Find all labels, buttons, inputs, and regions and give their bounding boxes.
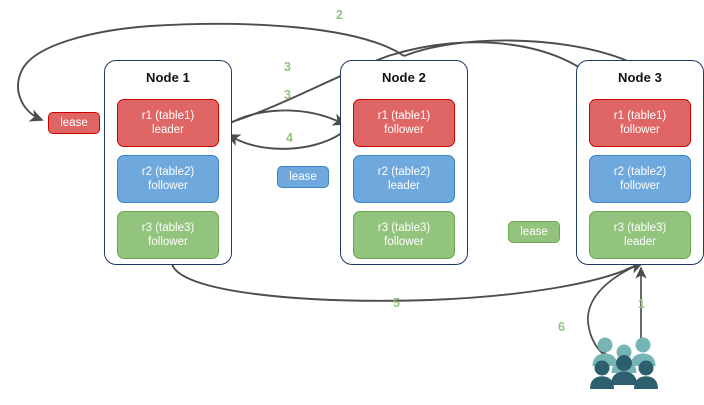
node-title-node1: Node 1 bbox=[146, 70, 190, 85]
replica-name: r2 (table2) bbox=[613, 166, 667, 178]
replica-node1-r2: r2 (table2) follower bbox=[117, 155, 219, 203]
replica-node2-r3: r3 (table3) follower bbox=[353, 211, 455, 259]
node-box-node3: Node 3 r1 (table1) follower r2 (table2) … bbox=[576, 60, 704, 265]
replica-name: r3 (table3) bbox=[613, 222, 667, 234]
replica-role: follower bbox=[620, 124, 660, 136]
step-label-3a: 3 bbox=[284, 60, 291, 74]
replica-role: leader bbox=[624, 236, 656, 248]
step-label-5: 5 bbox=[393, 296, 400, 310]
node-title-node3: Node 3 bbox=[618, 70, 662, 85]
replica-node2-r1: r1 (table1) follower bbox=[353, 99, 455, 147]
node-title-node2: Node 2 bbox=[382, 70, 426, 85]
lease-pill-r1: lease bbox=[48, 112, 100, 134]
replica-name: r3 (table3) bbox=[377, 222, 431, 234]
lease-pill-r2: lease bbox=[277, 166, 329, 188]
node-box-node1: Node 1 r1 (table1) leader r2 (table2) fo… bbox=[104, 60, 232, 265]
replica-role: follower bbox=[148, 236, 188, 248]
replica-role: leader bbox=[388, 180, 420, 192]
replica-name: r1 (table1) bbox=[377, 110, 431, 122]
replica-node1-r3: r3 (table3) follower bbox=[117, 211, 219, 259]
replica-role: follower bbox=[148, 180, 188, 192]
replica-role: leader bbox=[152, 124, 184, 136]
replica-node3-r1: r1 (table1) follower bbox=[589, 99, 691, 147]
step-label-3b: 3 bbox=[284, 88, 291, 102]
replica-node3-r3: r3 (table3) leader bbox=[589, 211, 691, 259]
replica-name: r1 (table1) bbox=[141, 110, 195, 122]
replica-node3-r2: r2 (table2) follower bbox=[589, 155, 691, 203]
replica-name: r2 (table2) bbox=[377, 166, 431, 178]
replica-role: follower bbox=[620, 180, 660, 192]
replica-name: r2 (table2) bbox=[141, 166, 195, 178]
lease-pill-r3: lease bbox=[508, 221, 560, 243]
node-box-node2: Node 2 r1 (table1) follower r2 (table2) … bbox=[340, 60, 468, 265]
lease-label: lease bbox=[60, 117, 88, 129]
replica-name: r1 (table1) bbox=[613, 110, 667, 122]
lease-label: lease bbox=[289, 171, 317, 183]
replica-name: r3 (table3) bbox=[141, 222, 195, 234]
lease-label: lease bbox=[520, 226, 548, 238]
replica-role: follower bbox=[384, 236, 424, 248]
step-label-6: 6 bbox=[558, 320, 565, 334]
step-label-4: 4 bbox=[286, 131, 293, 145]
users-group-icon bbox=[590, 337, 658, 389]
step-label-2: 2 bbox=[336, 8, 343, 22]
edge-step-5 bbox=[171, 261, 644, 302]
step-label-1: 1 bbox=[638, 297, 645, 311]
edge-step-3-to-node2 bbox=[223, 109, 347, 128]
replica-node1-r1: r1 (table1) leader bbox=[117, 99, 219, 147]
replica-role: follower bbox=[384, 124, 424, 136]
replica-node2-r2: r2 (table2) leader bbox=[353, 155, 455, 203]
